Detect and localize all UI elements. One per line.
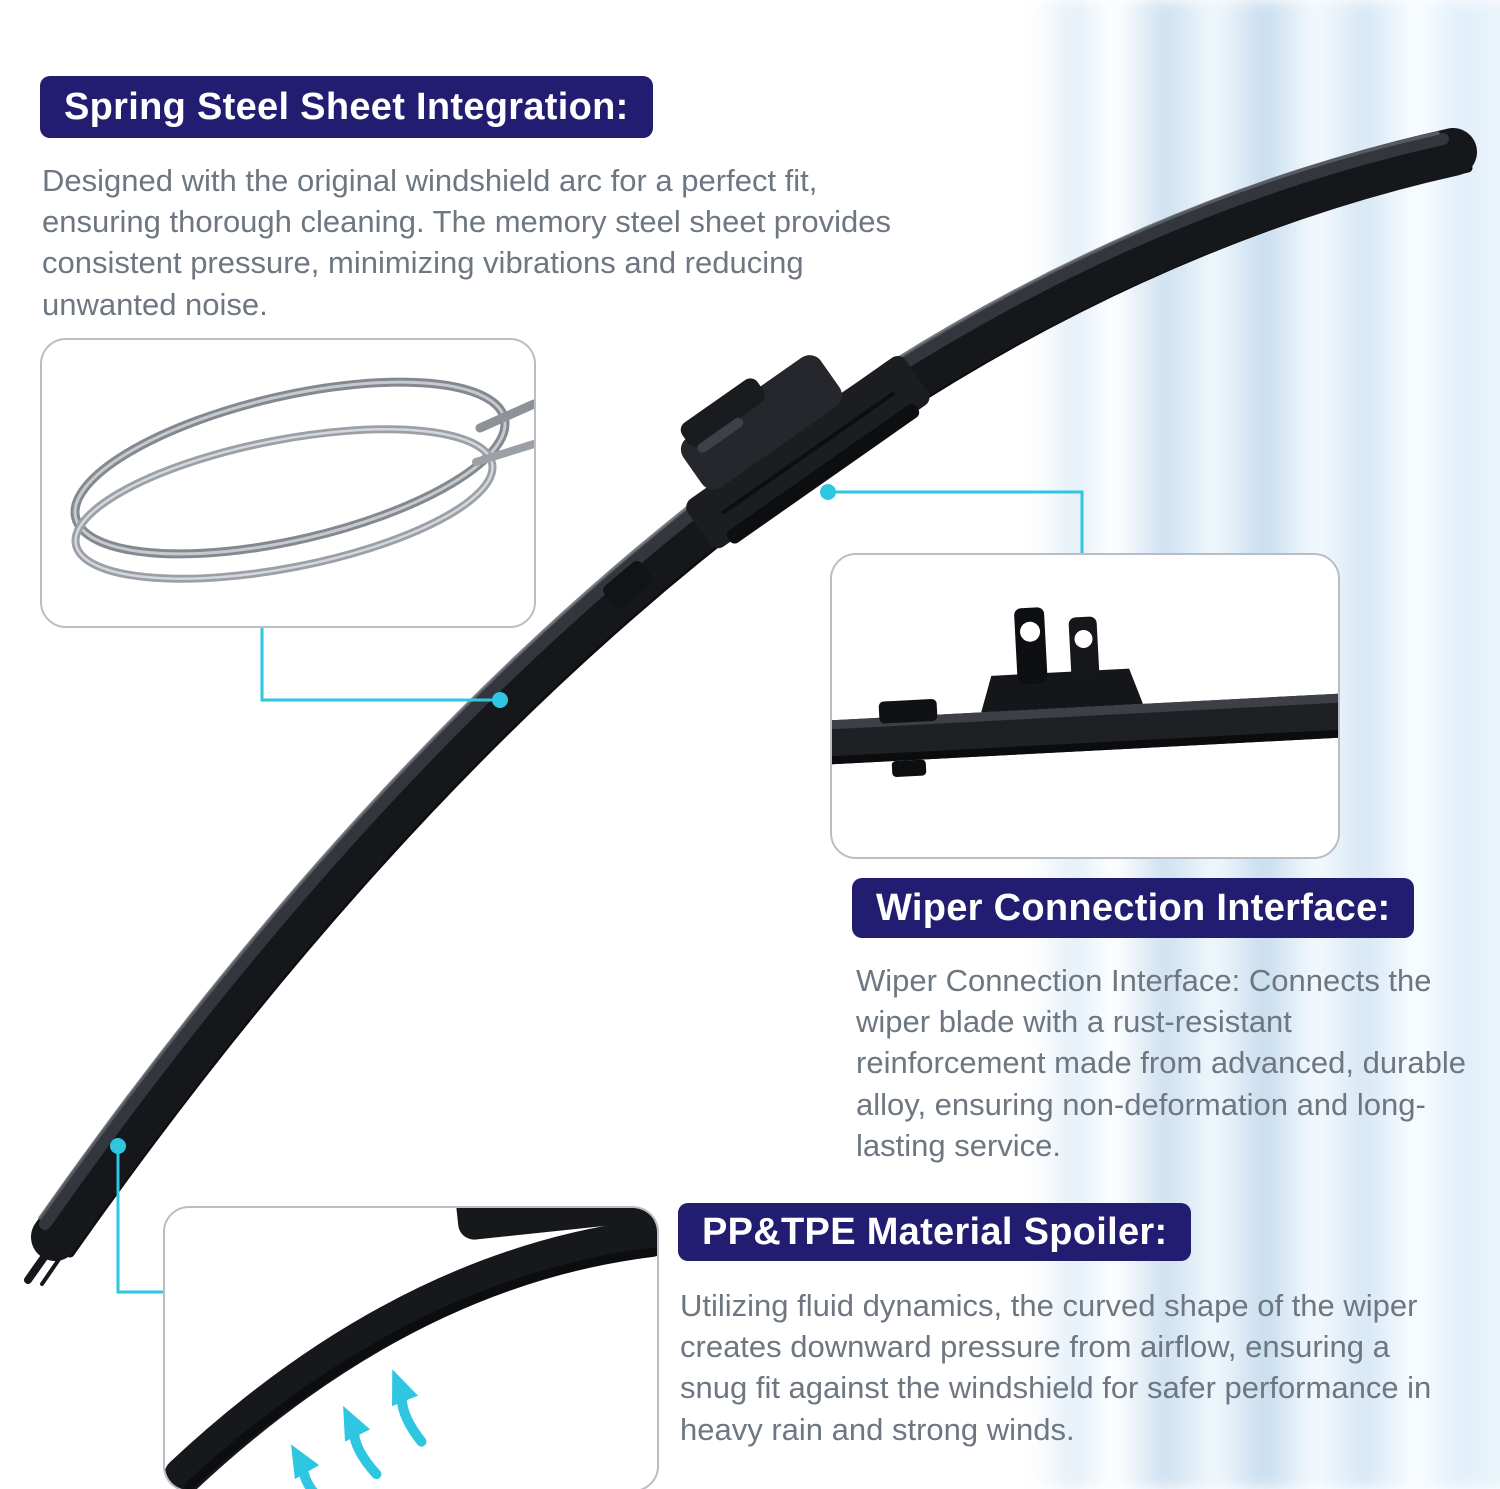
- inset-connection-image: [830, 553, 1340, 859]
- section-spoiler-title: PP&TPE Material Spoiler:: [678, 1203, 1192, 1261]
- section-spring-steel-body: Designed with the original windshield ar…: [42, 163, 891, 322]
- spoiler-airflow-drawing: [165, 1208, 657, 1489]
- section-spring-steel-title: Spring Steel Sheet Integration:: [40, 76, 653, 138]
- airflow-arrow-icon: [291, 1369, 427, 1489]
- callout-dot-spoiler: [110, 1138, 126, 1154]
- blade-adapter: [680, 355, 930, 549]
- inset-spoiler-image: [163, 1206, 659, 1489]
- section-connection-title: Wiper Connection Interface:: [852, 878, 1415, 938]
- section-spoiler-body: Utilizing fluid dynamics, the curved sha…: [680, 1288, 1432, 1447]
- callout-dot-spring-steel: [492, 692, 508, 708]
- callout-connectors: [116, 490, 1084, 1294]
- spring-steel-sheets-drawing: [70, 377, 534, 583]
- connection-interface-drawing: [832, 607, 1338, 777]
- section-connection-body: Wiper Connection Interface: Connects the…: [856, 963, 1466, 1163]
- callout-dot-connection: [820, 484, 836, 500]
- blade-clip: [603, 561, 654, 609]
- inset-spring-steel-image: [40, 338, 536, 628]
